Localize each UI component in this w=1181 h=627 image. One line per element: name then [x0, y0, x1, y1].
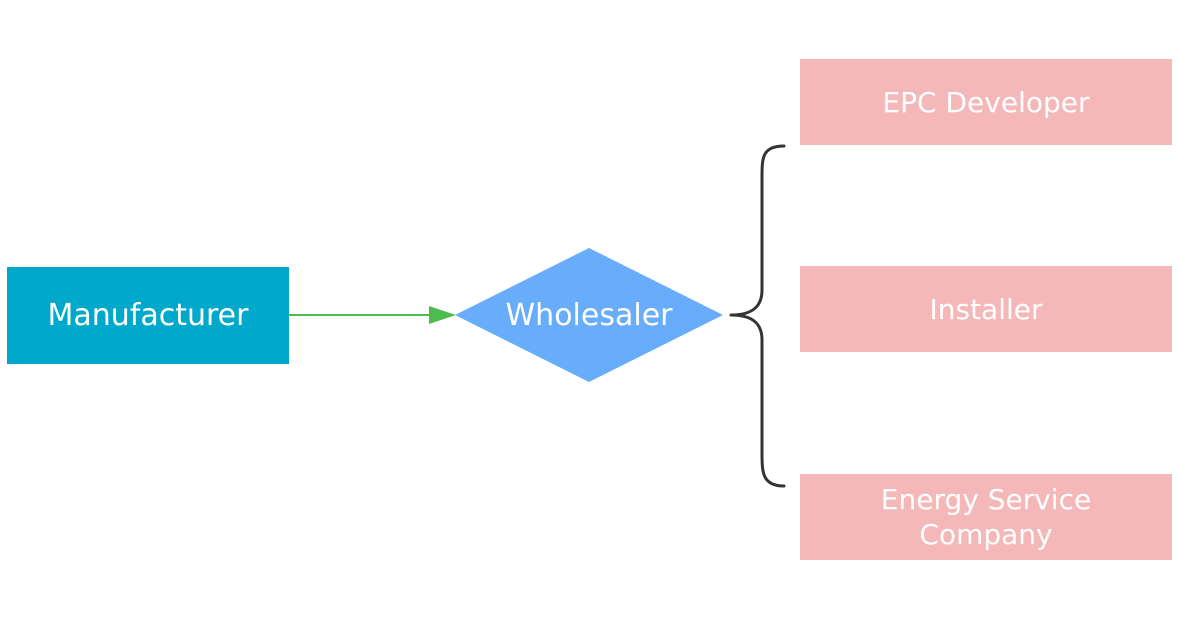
installer-node[interactable]: Installer	[800, 266, 1172, 352]
installer-label: Installer	[929, 292, 1043, 326]
curly-brace	[729, 144, 786, 488]
wholesaler-diamond[interactable]	[455, 248, 723, 382]
manufacturer-label: Manufacturer	[47, 298, 249, 333]
epc-developer-label: EPC Developer	[882, 85, 1090, 119]
epc-developer-node[interactable]: EPC Developer	[800, 59, 1172, 145]
manufacturer-node[interactable]: Manufacturer	[7, 267, 289, 364]
energy-service-company-label: Energy Service Company	[880, 483, 1092, 551]
energy-service-company-node[interactable]: Energy Service Company	[800, 474, 1172, 560]
flow-arrowhead	[429, 306, 456, 324]
